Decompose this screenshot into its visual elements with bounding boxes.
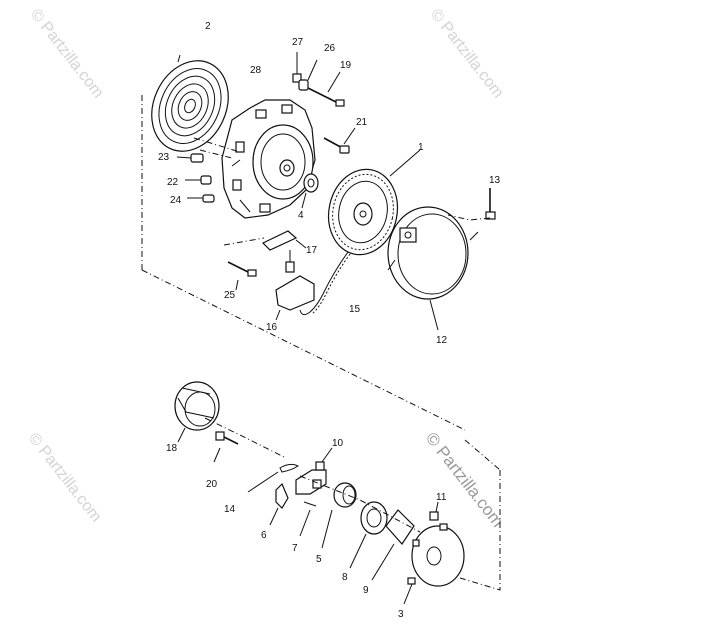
friction-cup-part	[174, 381, 220, 443]
label-21: 21	[356, 117, 368, 128]
spacer-plate-part	[371, 509, 415, 581]
label-12: 12	[436, 335, 448, 346]
label-17: 17	[306, 245, 318, 256]
ratchet-part	[295, 447, 333, 495]
rope-handle-part	[275, 250, 315, 321]
rope-pulley-part	[327, 149, 421, 256]
label-7: 7	[292, 543, 298, 554]
label-6: 6	[261, 530, 267, 541]
top-screws	[292, 52, 345, 107]
label-13: 13	[489, 175, 501, 186]
recoil-spring-part	[151, 54, 229, 152]
label-2: 2	[205, 21, 211, 32]
pin-part	[299, 501, 317, 537]
watermark-top-left: © Partzilla.com	[27, 6, 107, 101]
label-28: 28	[250, 65, 262, 76]
watermark-bottom-left: © Partzilla.com	[25, 430, 105, 525]
label-24: 24	[170, 195, 182, 206]
watermark-top-right: © Partzilla.com	[427, 6, 507, 101]
starter-cover-part	[387, 206, 479, 331]
label-8: 8	[342, 572, 348, 583]
bolt-13-part	[447, 188, 496, 221]
label-26: 26	[324, 43, 336, 54]
label-5: 5	[316, 554, 322, 565]
label-10: 10	[332, 438, 344, 449]
label-3: 3	[398, 609, 404, 620]
label-20: 20	[206, 479, 218, 490]
rope-dash	[311, 253, 351, 315]
label-14: 14	[224, 504, 236, 515]
lower-leader-lines	[204, 417, 501, 591]
starter-housing-part	[221, 99, 316, 219]
label-9: 9	[363, 585, 369, 596]
bolt-11-part	[429, 501, 439, 521]
bolt-25-part	[227, 261, 257, 291]
washer-8-part	[349, 501, 388, 569]
label-23: 23	[158, 152, 170, 163]
label-4: 4	[298, 210, 304, 221]
bolt-21-part	[323, 127, 356, 154]
label-16: 16	[266, 322, 278, 333]
label-15: 15	[349, 304, 361, 315]
washer-part	[301, 173, 319, 209]
label-18: 18	[166, 443, 178, 454]
bolts-left	[176, 153, 215, 203]
pulley-plate-part	[403, 523, 465, 605]
upper-leader-lines	[141, 95, 466, 431]
label-11: 11	[436, 492, 447, 503]
collar-part	[321, 482, 357, 549]
label-1: 1	[418, 142, 424, 153]
starter-rope-part	[299, 251, 349, 316]
bolt-20-part	[213, 431, 239, 463]
label-27: 27	[292, 37, 304, 48]
pawl-part	[269, 482, 289, 526]
label-25: 25	[224, 290, 236, 301]
label-19: 19	[340, 60, 352, 71]
spring-14-part	[247, 463, 299, 493]
bracket-17-part	[261, 230, 307, 251]
part-labels: 2 27 26 19 28 21 1 23 22 13 24 4 17 25 1…	[158, 21, 501, 620]
label-22: 22	[167, 177, 179, 188]
